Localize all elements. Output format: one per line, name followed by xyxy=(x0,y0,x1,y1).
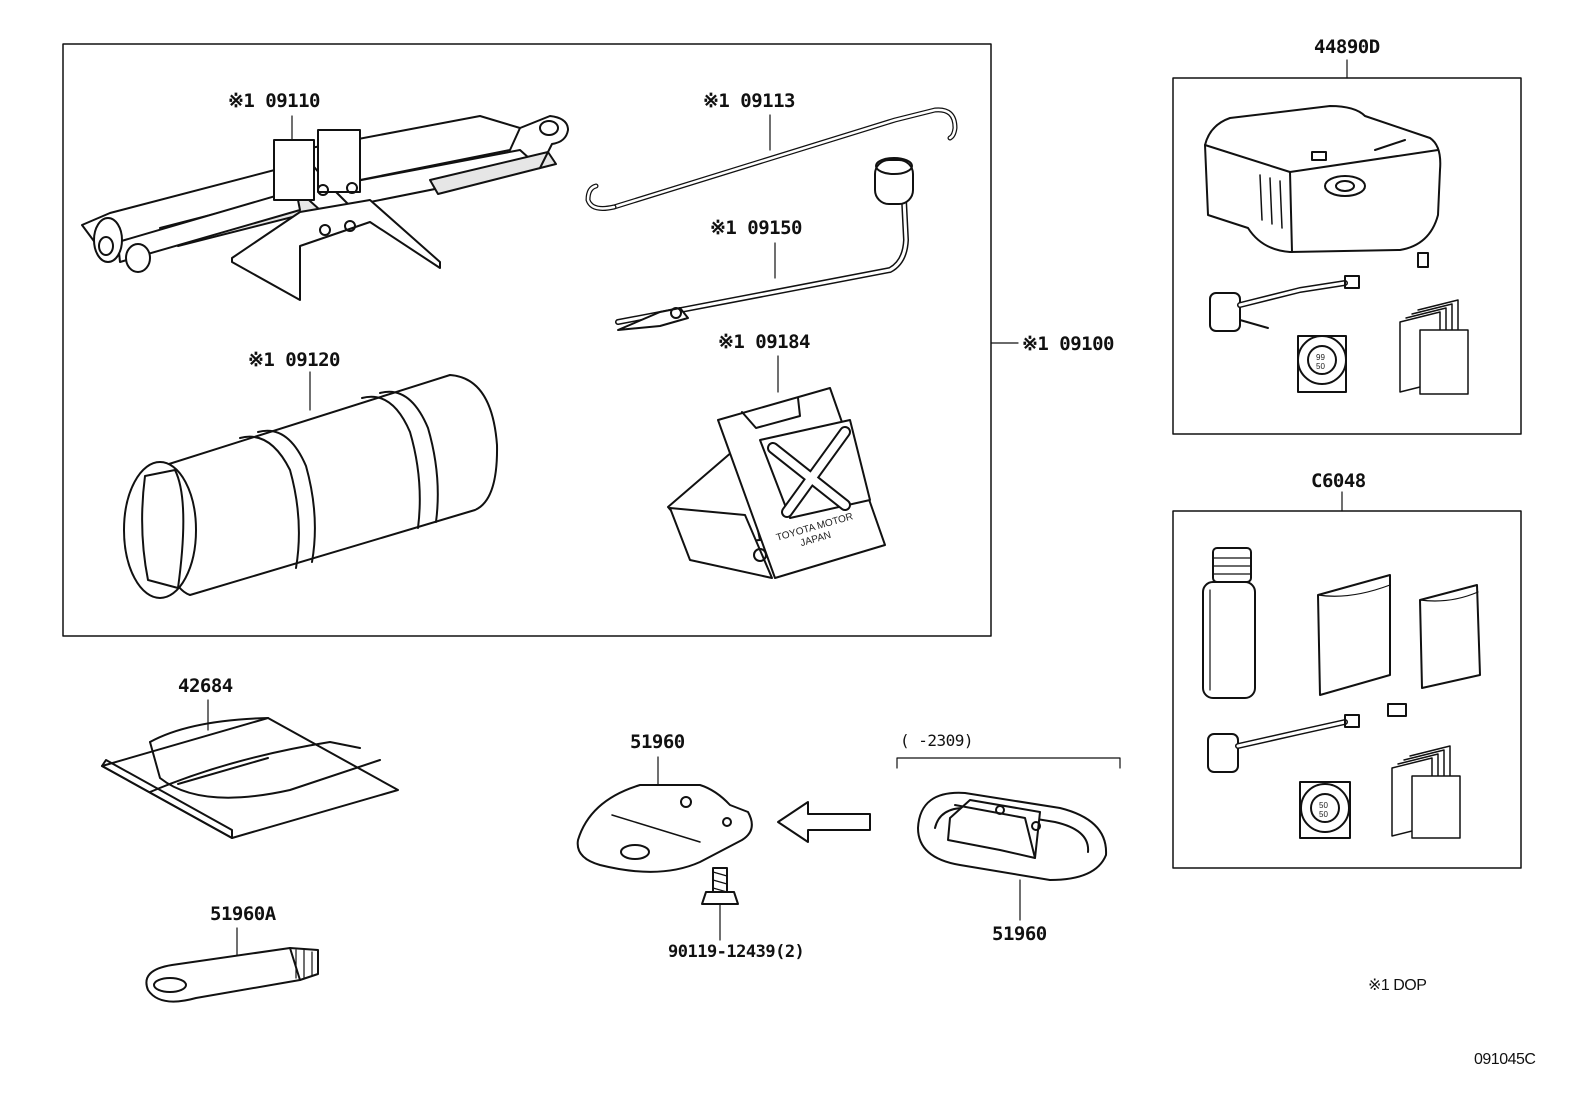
bracket-icon xyxy=(576,784,753,873)
jack-handle-icon xyxy=(585,107,958,211)
footnote: ※1 DOP xyxy=(1368,977,1427,994)
chock-label: ※1 09184 xyxy=(718,331,811,353)
bag-label: ※1 09120 xyxy=(248,349,341,371)
towing-eye-label: 51960A xyxy=(210,903,276,925)
compressor-kit-label: 44890D xyxy=(1314,36,1380,58)
compressor-icon xyxy=(1204,105,1469,395)
figure-id: 091045C xyxy=(1474,1051,1536,1068)
jack-kit-group-label: ※1 09100 xyxy=(1022,333,1115,355)
towing-eye-icon xyxy=(145,947,319,1003)
bolt-label: 90119-12439(2) xyxy=(668,942,805,962)
repair-kit-frame xyxy=(1172,510,1522,869)
holder-icon xyxy=(917,791,1108,881)
compressor-gauge-top: 99 xyxy=(1316,353,1325,362)
repair-gauge-bottom: 50 xyxy=(1319,810,1328,819)
jack-kit-frame xyxy=(62,43,992,637)
repair-kit-label: C6048 xyxy=(1311,470,1366,492)
jack-label: ※1 09110 xyxy=(228,90,321,112)
compressor-gauge-bottom: 50 xyxy=(1316,362,1325,371)
lug-wrench-icon xyxy=(615,157,914,331)
holder-label: 51960 xyxy=(992,923,1047,945)
bolt-icon xyxy=(701,867,739,905)
repair-kit-parts xyxy=(1207,574,1481,839)
direction-arrow-icon xyxy=(777,801,871,843)
wrench-label: ※1 09150 xyxy=(710,217,803,239)
jack-icon xyxy=(81,115,569,301)
range-label: ( -2309) xyxy=(900,731,974,750)
repair-gauge-top: 50 xyxy=(1319,801,1328,810)
wheel-chock-icon xyxy=(667,387,886,579)
handle-label: ※1 09113 xyxy=(703,90,796,112)
tool-bag-icon xyxy=(123,374,499,599)
bracket-label: 51960 xyxy=(630,731,685,753)
sealant-bottle-icon xyxy=(1202,547,1256,699)
tool-bag-flat-icon xyxy=(101,717,399,839)
tool-bag-flat-label: 42684 xyxy=(178,675,233,697)
